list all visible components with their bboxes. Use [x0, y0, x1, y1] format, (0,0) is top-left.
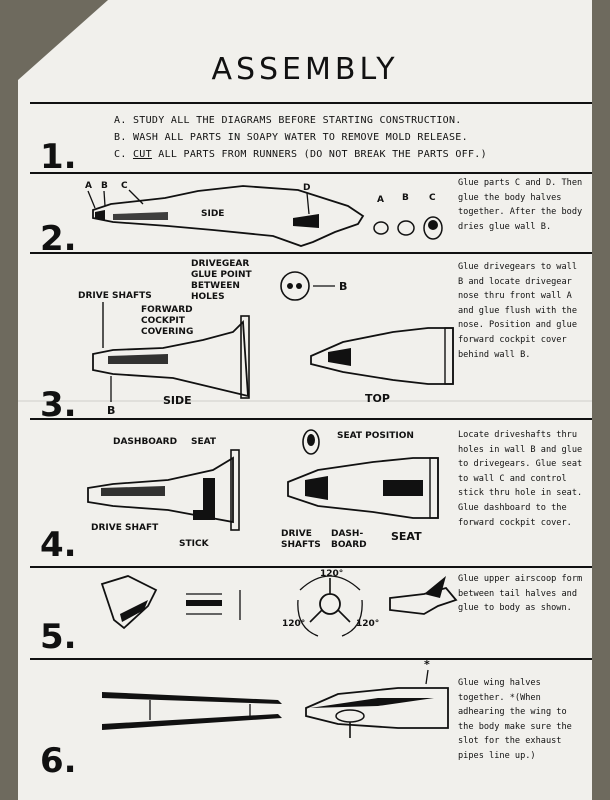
label-drive-shaft: DRIVE SHAFT — [91, 523, 159, 533]
label-b: B — [101, 181, 108, 191]
part-label-b: B — [402, 193, 409, 203]
label-forward-line2: COCKPIT — [141, 316, 186, 326]
label-forward-line1: FORWARD — [141, 305, 193, 315]
step-6-diagram: * — [102, 658, 449, 738]
label-top: TOP — [365, 392, 390, 405]
divider — [30, 566, 592, 568]
leader-line — [128, 189, 144, 205]
label-dash-line2: BOARD — [331, 540, 367, 550]
step-2-instruction: Glue parts C and D. Then glue the body h… — [458, 178, 583, 232]
label-drive-line1: DRIVE — [281, 529, 312, 539]
label-stick: STICK — [179, 539, 210, 549]
label-seat-top: SEAT — [391, 530, 422, 543]
part-label-c: C — [429, 193, 436, 203]
step-5-diagram: 120° 120° 120° — [100, 569, 458, 637]
label-d: D — [303, 183, 310, 193]
label-side: SIDE — [201, 209, 224, 219]
angle-label-top: 120° — [320, 569, 343, 579]
label-seat-position: SEAT POSITION — [337, 431, 414, 441]
instruction-line-c-cut: CUT — [132, 149, 152, 160]
divider — [30, 418, 592, 420]
label-b-top: B — [339, 280, 347, 293]
angle-label-right: 120° — [356, 619, 379, 629]
instruction-line-a: A. STUDY ALL THE DIAGRAMS BEFORE STARTIN… — [114, 115, 462, 126]
label-seat: SEAT — [191, 437, 217, 447]
label-side: SIDE — [163, 394, 192, 407]
step-6-instruction: Glue wing halves together. *(When adhear… — [458, 678, 572, 761]
label-asterisk: * — [424, 658, 430, 671]
step-4-instruction: Locate driveshafts thru holes in wall B … — [458, 430, 583, 528]
instruction-line-b: B. WASH ALL PARTS IN SOAPY WATER TO REMO… — [114, 132, 468, 143]
step-4-number: 4. — [40, 525, 77, 565]
step-2-diagram: A B C D SIDE A B C — [85, 181, 443, 247]
step-3-instruction: Glue drivegears to wall B and locate dri… — [458, 262, 577, 360]
label-drive-shafts: DRIVE SHAFTS — [78, 291, 152, 301]
label-drivegear-line2: GLUE POINT — [191, 270, 253, 280]
part-label-a: A — [377, 195, 384, 205]
instruction-line-c-prefix: C. — [114, 149, 133, 160]
step-5-number: 5. — [40, 617, 77, 657]
label-drive-line2: SHAFTS — [281, 540, 321, 550]
divider — [30, 172, 592, 174]
instruction-line-c-rest: ALL PARTS FROM RUNNERS (DO NOT BREAK THE… — [151, 149, 487, 160]
divider — [30, 252, 592, 254]
step-1-number: 1. — [40, 137, 77, 177]
general-instructions: A. STUDY ALL THE DIAGRAMS BEFORE STARTIN… — [114, 112, 487, 163]
label-drivegear-line1: DRIVEGEAR — [191, 259, 249, 269]
page-title: ASSEMBLY — [211, 52, 399, 87]
step-2-number: 2. — [40, 219, 77, 259]
label-a: A — [85, 181, 92, 191]
step-6-number: 6. — [40, 741, 77, 781]
leader-line — [87, 190, 96, 209]
instruction-line-c: C. CUT ALL PARTS FROM RUNNERS (DO NOT BR… — [114, 146, 487, 163]
divider — [30, 102, 592, 104]
label-forward-line3: COVERING — [141, 327, 193, 337]
label-dash-line1: DASH- — [331, 529, 363, 539]
label-drivegear-line4: HOLES — [191, 292, 225, 302]
label-drivegear-line3: BETWEEN — [191, 281, 240, 291]
step-5-instruction: Glue upper airscoop form between tail ha… — [458, 574, 583, 614]
step-3-diagram: DRIVEGEAR GLUE POINT BETWEEN HOLES B DRI… — [78, 259, 454, 417]
leader-line — [103, 190, 106, 207]
angle-label-left: 120° — [282, 619, 305, 629]
instruction-sheet: ASSEMBLY 1. A. STUDY ALL THE DIAGRAMS BE… — [18, 0, 592, 800]
label-b-bottom: B — [107, 404, 115, 417]
step-3-number: 3. — [40, 385, 77, 425]
leader-line — [306, 192, 310, 215]
label-dashboard: DASHBOARD — [113, 437, 177, 447]
divider — [30, 658, 592, 660]
label-c: C — [121, 181, 128, 191]
step-4-diagram: DASHBOARD SEAT DRIVE SHAFT STICK SEAT PO… — [87, 429, 439, 550]
